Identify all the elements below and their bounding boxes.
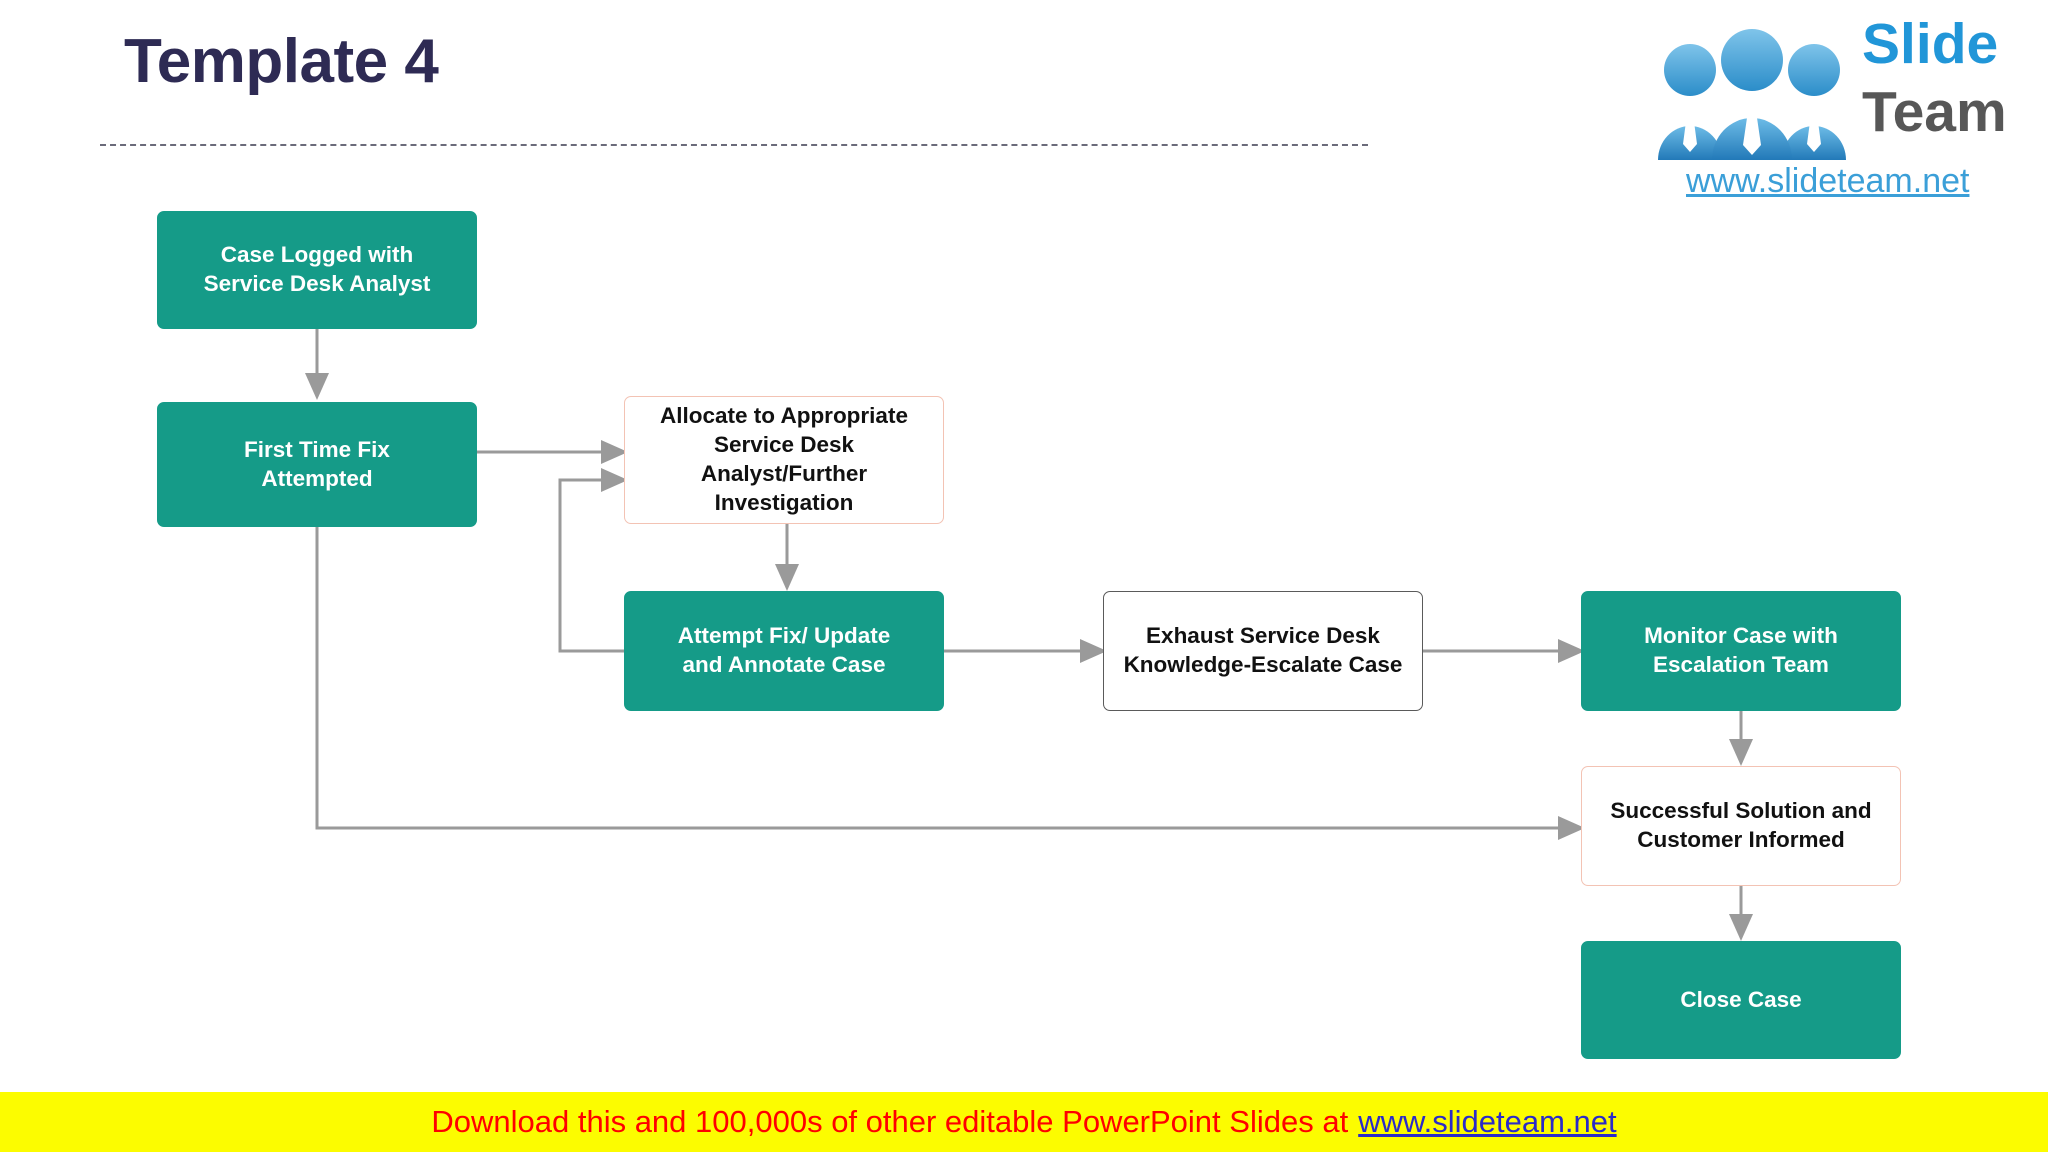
flow-node-label: Attempt Fix/ Update and Annotate Case (677, 623, 891, 677)
flow-node-label: Monitor Case with Escalation Team (1644, 623, 1838, 677)
page-title: Template 4 (124, 27, 439, 96)
flow-node-attempt-fix[interactable]: Attempt Fix/ Update and Annotate Case (624, 591, 944, 711)
flow-node-label: Case Logged with Service Desk Analyst (203, 242, 431, 296)
flow-node-successful-solution[interactable]: Successful Solution and Customer Informe… (1581, 766, 1901, 886)
flow-node-label: Successful Solution and Customer Informe… (1610, 798, 1872, 852)
flow-node-monitor-case[interactable]: Monitor Case with Escalation Team (1581, 591, 1901, 711)
logo-word-slide: Slide (1862, 12, 1999, 76)
promo-banner-link[interactable]: www.slideteam.net (1358, 1104, 1617, 1139)
title-divider (100, 144, 1368, 146)
flow-node-label: Close Case (1680, 986, 1802, 1012)
flow-node-first-time-fix[interactable]: First Time Fix Attempted (157, 402, 477, 527)
promo-banner-text: Download this and 100,000s of other edit… (431, 1104, 1349, 1139)
flow-node-close-case[interactable]: Close Case (1581, 941, 1901, 1059)
flow-node-allocate-analyst[interactable]: Allocate to Appropriate Service Desk Ana… (624, 396, 944, 524)
flow-node-label: First Time Fix Attempted (244, 436, 390, 491)
flow-node-label: Allocate to Appropriate Service Desk Ana… (660, 403, 908, 515)
flow-node-label: Exhaust Service Desk Knowledge-Escalate … (1123, 623, 1403, 677)
flow-node-case-logged[interactable]: Case Logged with Service Desk Analyst (157, 211, 477, 329)
logo-word-team: Team (1862, 80, 2007, 144)
slideteam-logo[interactable]: Slide Team www.slideteam.net (1640, 2, 2038, 204)
three-people-icon (1658, 29, 1846, 160)
flow-node-exhaust-knowledge[interactable]: Exhaust Service Desk Knowledge-Escalate … (1103, 591, 1423, 711)
logo-url-link[interactable]: www.slideteam.net (1686, 162, 1970, 200)
promo-banner: Download this and 100,000s of other edit… (0, 1092, 2048, 1152)
connector-attempt-fix-back-to-allocate (558, 468, 628, 653)
